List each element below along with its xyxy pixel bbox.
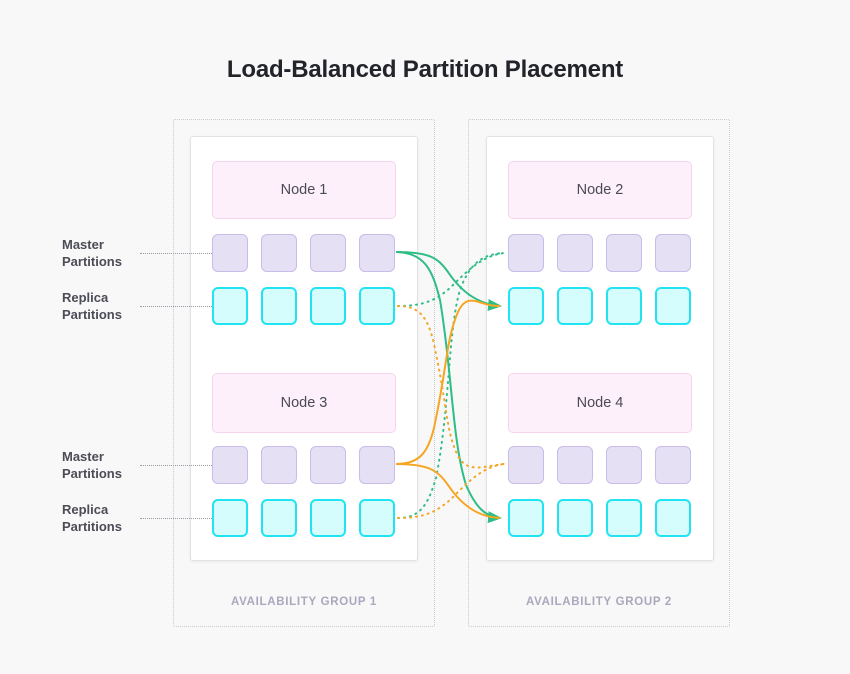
node-4-master-partition-2[interactable] — [557, 446, 593, 484]
node-2-master-partition-1[interactable] — [508, 234, 544, 272]
node-3-master-partition-2[interactable] — [261, 446, 297, 484]
node-1-master-partition-3[interactable] — [310, 234, 346, 272]
node-1-label: Node 1 — [280, 182, 328, 198]
availability-group-2-label: AVAILABILITY GROUP 2 — [525, 596, 673, 608]
label-master-partitions-top-line2: Partitions — [62, 254, 122, 269]
leader-line-master-top — [140, 253, 212, 254]
node-3-replica-partition-1[interactable] — [212, 499, 248, 537]
node-4-master-partition-1[interactable] — [508, 446, 544, 484]
label-master-partitions-bottom-line2: Partitions — [62, 466, 122, 481]
node-1-master-partition-4[interactable] — [359, 234, 395, 272]
node-2-replica-partition-4[interactable] — [655, 287, 691, 325]
node-2-replica-partition-3[interactable] — [606, 287, 642, 325]
node-2-master-partition-4[interactable] — [655, 234, 691, 272]
availability-group-1-label: AVAILABILITY GROUP 1 — [230, 596, 378, 608]
node-4-master-partition-4[interactable] — [655, 446, 691, 484]
label-master-partitions-bottom-line1: Master — [62, 449, 104, 464]
node-3-master-partition-3[interactable] — [310, 446, 346, 484]
page-title: Load-Balanced Partition Placement — [226, 56, 624, 83]
node-1-replica-partition-4[interactable] — [359, 287, 395, 325]
node-2-label: Node 2 — [576, 182, 624, 198]
node-1-master-partition-1[interactable] — [212, 234, 248, 272]
node-3-master-partition-4[interactable] — [359, 446, 395, 484]
node-2-master-partition-3[interactable] — [606, 234, 642, 272]
leader-line-master-bottom — [140, 465, 212, 466]
node-1-replica-partition-2[interactable] — [261, 287, 297, 325]
label-master-partitions-bottom: Master Partitions — [62, 448, 172, 482]
node-3-replica-partition-4[interactable] — [359, 499, 395, 537]
label-replica-partitions-bottom: Replica Partitions — [62, 501, 172, 535]
leader-line-replica-bottom — [140, 518, 212, 519]
node-3-label: Node 3 — [280, 395, 328, 411]
node-1-replica-partition-1[interactable] — [212, 287, 248, 325]
node-1-master-partition-2[interactable] — [261, 234, 297, 272]
node-box-node-1[interactable]: Node 1 — [212, 161, 396, 219]
label-replica-partitions-top-line2: Partitions — [62, 307, 122, 322]
label-replica-partitions-bottom-line2: Partitions — [62, 519, 122, 534]
node-2-master-partition-2[interactable] — [557, 234, 593, 272]
label-master-partitions-top: Master Partitions — [62, 236, 172, 270]
label-master-partitions-top-line1: Master — [62, 237, 104, 252]
node-4-replica-partition-2[interactable] — [557, 499, 593, 537]
node-3-replica-partition-2[interactable] — [261, 499, 297, 537]
node-box-node-3[interactable]: Node 3 — [212, 373, 396, 433]
label-replica-partitions-bottom-line1: Replica — [62, 502, 109, 517]
node-1-replica-partition-3[interactable] — [310, 287, 346, 325]
node-box-node-2[interactable]: Node 2 — [508, 161, 692, 219]
node-4-replica-partition-3[interactable] — [606, 499, 642, 537]
node-4-label: Node 4 — [576, 395, 624, 411]
node-3-replica-partition-3[interactable] — [310, 499, 346, 537]
node-box-node-4[interactable]: Node 4 — [508, 373, 692, 433]
node-4-replica-partition-4[interactable] — [655, 499, 691, 537]
node-4-replica-partition-1[interactable] — [508, 499, 544, 537]
label-replica-partitions-top-line1: Replica — [62, 290, 109, 305]
node-2-replica-partition-2[interactable] — [557, 287, 593, 325]
label-replica-partitions-top: Replica Partitions — [62, 289, 172, 323]
node-2-replica-partition-1[interactable] — [508, 287, 544, 325]
leader-line-replica-top — [140, 306, 212, 307]
node-3-master-partition-1[interactable] — [212, 446, 248, 484]
node-4-master-partition-3[interactable] — [606, 446, 642, 484]
